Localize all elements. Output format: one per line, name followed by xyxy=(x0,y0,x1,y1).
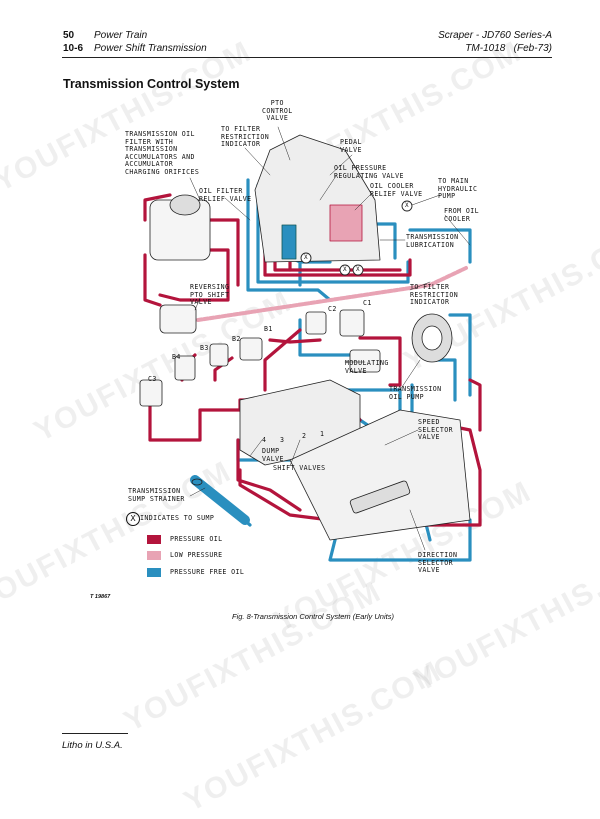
label-oil-filter-relief: OIL FILTER RELIEF VALVE xyxy=(199,187,252,203)
sump-marker: X xyxy=(405,202,410,209)
label-shift-valves: SHIFT VALVES xyxy=(273,464,326,472)
label-oil-cooler-relief: OIL COOLER RELIEF VALVE xyxy=(370,182,423,198)
footer-rule xyxy=(62,733,128,734)
legend-label-low-pressure: LOW PRESSURE xyxy=(170,551,223,559)
tm-number: TM-1018 (Feb-73) xyxy=(465,43,552,54)
legend-swatch-pressure xyxy=(147,535,161,544)
figure-caption: Fig. 8-Transmission Control System (Earl… xyxy=(232,612,394,621)
label-modulating-valve: MODULATING VALVE xyxy=(345,359,389,375)
sump-marker: X xyxy=(304,254,309,261)
label-pedal-valve: PEDAL VALVE xyxy=(340,138,362,154)
section-title: Power Train xyxy=(94,30,148,41)
label-b1: B1 xyxy=(264,325,273,333)
low-pressure-lines xyxy=(196,266,468,322)
label-valve-num-4: 4 xyxy=(262,436,267,444)
label-transmission-oil-pump: TRANSMISSION OIL PUMP xyxy=(389,385,442,401)
page-title: Transmission Control System xyxy=(63,77,240,91)
legend-swatch-pressure-free xyxy=(147,568,161,577)
page-number: 50 xyxy=(63,30,75,41)
label-b4: B4 xyxy=(172,353,181,361)
subsection-title: Power Shift Transmission xyxy=(94,43,207,54)
label-to-filter-restriction-top: TO FILTER RESTRICTION INDICATOR xyxy=(221,125,270,149)
label-transmission-lubrication: TRANSMISSION LUBRICATION xyxy=(406,233,459,249)
label-from-oil-cooler: FROM OIL COOLER xyxy=(444,207,479,223)
header-rule xyxy=(62,57,552,58)
legend-label-pressure-free: PRESSURE FREE OIL xyxy=(170,568,245,576)
sump-marker: X xyxy=(356,266,361,273)
leader-lines xyxy=(189,126,471,551)
label-c2: C2 xyxy=(328,305,337,313)
label-valve-num-3: 3 xyxy=(280,436,285,444)
label-direction-selector: DIRECTION SELECTOR VALVE xyxy=(418,551,458,575)
transmission-schematic xyxy=(139,126,482,562)
reversing-pto-valve xyxy=(159,304,197,334)
label-valve-num-1: 1 xyxy=(320,430,325,438)
legend-sump-note: INDICATES TO SUMP xyxy=(140,514,215,522)
legend-label-pressure: PRESSURE OIL xyxy=(170,535,223,543)
footer-text: Litho in U.S.A. xyxy=(62,740,123,751)
components xyxy=(139,134,471,541)
sump-x-icon: X xyxy=(126,512,140,526)
manual-title: Scraper - JD760 Series-A xyxy=(438,30,552,41)
label-sump-strainer: TRANSMISSION SUMP STRAINER xyxy=(128,487,185,503)
label-oil-pressure-regulating: OIL PRESSURE REGULATING VALVE xyxy=(334,164,404,180)
label-c1: C1 xyxy=(363,299,372,307)
label-speed-selector: SPEED SELECTOR VALVE xyxy=(418,418,453,442)
sump-marker: X xyxy=(343,266,348,273)
label-valve-num-2: 2 xyxy=(302,432,307,440)
sub-number: 10-6 xyxy=(63,43,84,54)
label-reversing-pto: REVERSING PTO SHIFT VALVE xyxy=(190,283,230,307)
label-pto-control-valve: PTO CONTROL VALVE xyxy=(262,99,293,123)
label-dump-valve: DUMP VALVE xyxy=(262,447,284,463)
label-b2: B2 xyxy=(232,335,241,343)
label-transmission-oil-filter: TRANSMISSION OIL FILTER WITH TRANSMISSIO… xyxy=(125,130,200,176)
figure-number: T 19867 xyxy=(90,594,111,600)
label-to-main-hydraulic: TO MAIN HYDRAULIC PUMP xyxy=(438,177,478,201)
label-b3: B3 xyxy=(200,344,209,352)
label-to-filter-restriction-right: TO FILTER RESTRICTION INDICATOR xyxy=(410,283,459,307)
label-c3: C3 xyxy=(148,375,157,383)
legend-swatch-low-pressure xyxy=(147,551,161,560)
